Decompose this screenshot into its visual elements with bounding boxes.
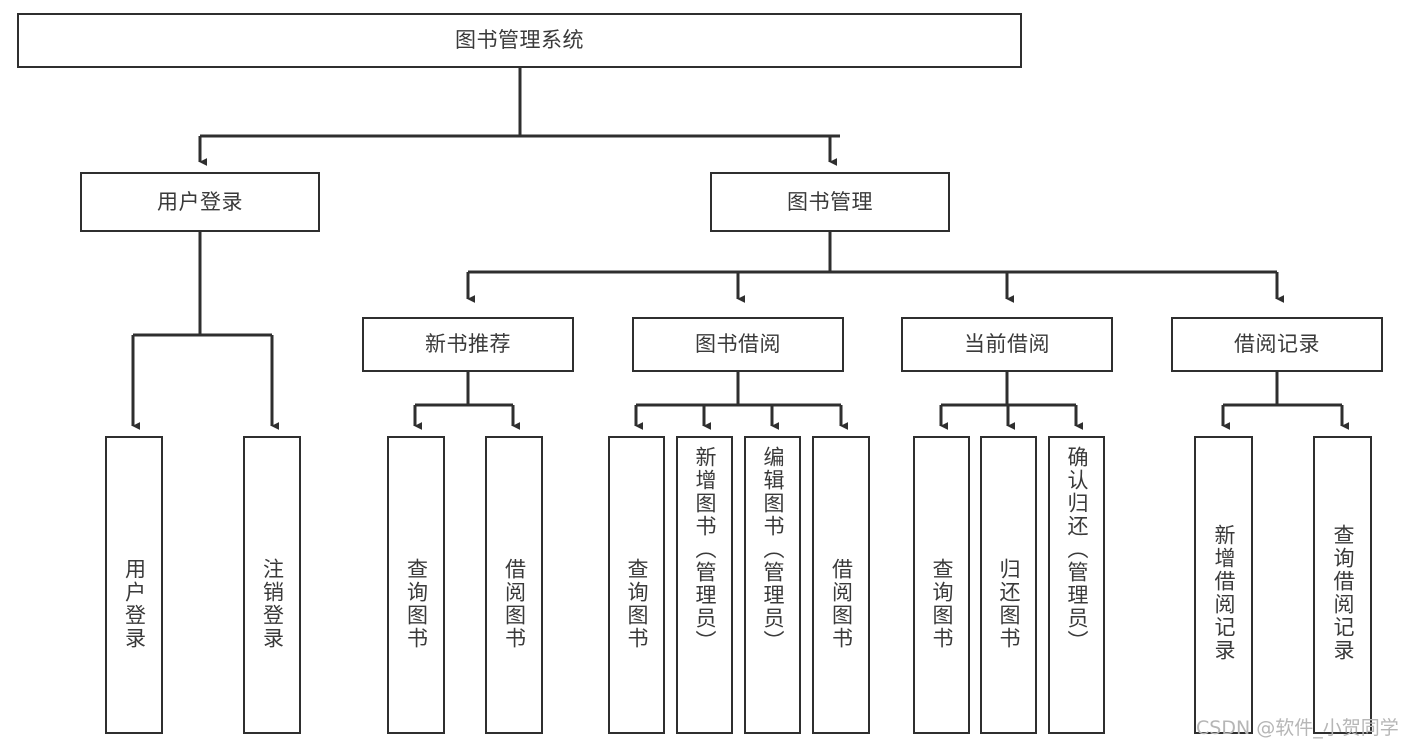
leaf-book-borrow-query-books[interactable]: 查询图书 (608, 436, 665, 734)
node-label: 借阅记录 (1234, 332, 1320, 357)
node-root-book-management-system[interactable]: 图书管理系统 (17, 13, 1022, 68)
node-label: 新增图书（管理员） (693, 446, 717, 653)
node-label: 图书借阅 (695, 332, 781, 357)
node-label: 查询图书 (625, 558, 649, 650)
node-label: 图书管理 (787, 189, 873, 214)
node-label: 新书推荐 (425, 332, 511, 357)
leaf-borrow-record-query-record[interactable]: 查询借阅记录 (1313, 436, 1372, 734)
node-label: 用户登录 (122, 558, 147, 650)
node-label: 编辑图书（管理员） (761, 446, 785, 653)
node-label: 借阅图书 (829, 558, 854, 650)
node-label: 借阅图书 (502, 558, 527, 650)
node-label: 注销登录 (260, 558, 285, 650)
leaf-book-borrow-edit-book-admin[interactable]: 编辑图书（管理员） (744, 436, 801, 734)
node-book-management[interactable]: 图书管理 (710, 172, 950, 232)
node-user-login[interactable]: 用户登录 (80, 172, 320, 232)
node-label: 归还图书 (997, 558, 1021, 650)
node-label: 确认归还（管理员） (1065, 446, 1089, 653)
leaf-current-borrow-return-books[interactable]: 归还图书 (980, 436, 1037, 734)
leaf-book-borrow-borrow-books[interactable]: 借阅图书 (812, 436, 870, 734)
node-label: 用户登录 (157, 189, 243, 214)
node-borrow-record[interactable]: 借阅记录 (1171, 317, 1383, 372)
node-label: 新增借阅记录 (1212, 524, 1236, 662)
leaf-current-borrow-confirm-return-admin[interactable]: 确认归还（管理员） (1048, 436, 1105, 734)
node-label: 图书管理系统 (455, 28, 584, 53)
leaf-new-book-borrow-books[interactable]: 借阅图书 (485, 436, 543, 734)
leaf-borrow-record-add-record[interactable]: 新增借阅记录 (1194, 436, 1253, 734)
csdn-watermark: CSDN @软件_小贺同学 (1196, 717, 1399, 739)
node-label: 查询借阅记录 (1331, 524, 1355, 662)
node-label: 查询图书 (930, 558, 954, 650)
node-book-borrow[interactable]: 图书借阅 (632, 317, 844, 372)
leaf-current-borrow-query-books[interactable]: 查询图书 (913, 436, 970, 734)
node-label: 查询图书 (404, 558, 429, 650)
node-new-book-recommend[interactable]: 新书推荐 (362, 317, 574, 372)
node-label: 当前借阅 (964, 332, 1050, 357)
leaf-user-login-logout[interactable]: 注销登录 (243, 436, 301, 734)
leaf-user-login-login[interactable]: 用户登录 (105, 436, 163, 734)
node-current-borrow[interactable]: 当前借阅 (901, 317, 1113, 372)
leaf-book-borrow-add-book-admin[interactable]: 新增图书（管理员） (676, 436, 733, 734)
leaf-new-book-query-books[interactable]: 查询图书 (387, 436, 445, 734)
